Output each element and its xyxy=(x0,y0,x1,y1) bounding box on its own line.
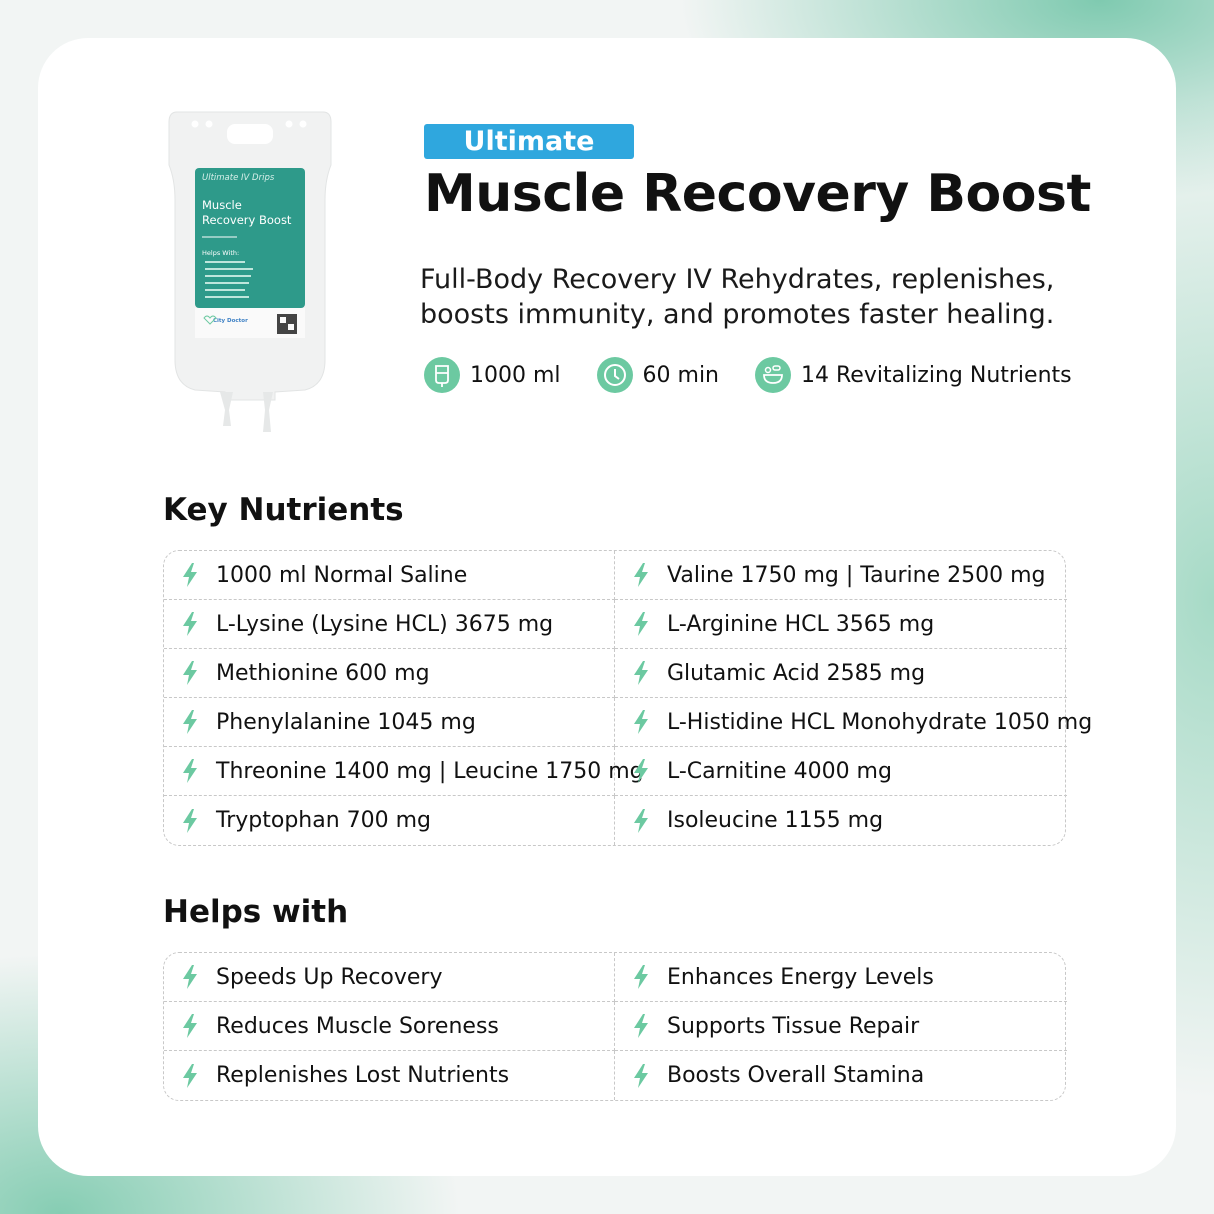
list-item: Boosts Overall Stamina xyxy=(615,1051,1067,1100)
list-item: L-Lysine (Lysine HCL) 3675 mg xyxy=(164,600,615,649)
spec-row: 1000 ml 60 min 14 Revitalizing Nutrients xyxy=(424,357,1108,393)
spec-duration-label: 60 min xyxy=(642,362,720,388)
bag-brand-line: Ultimate IV Drips xyxy=(202,173,275,183)
list-item: Isoleucine 1155 mg xyxy=(615,796,1067,845)
list-item: Phenylalanine 1045 mg xyxy=(164,698,615,747)
list-item: Methionine 600 mg xyxy=(164,649,615,698)
list-item: Threonine 1400 mg | Leucine 1750 mg xyxy=(164,747,644,796)
helps-with-table: Speeds Up Recovery Enhances Energy Levels… xyxy=(163,952,1067,1101)
bag-name-line1: Muscle xyxy=(202,198,242,212)
nutrient-bowl-icon xyxy=(755,357,792,393)
lightning-bolt-icon xyxy=(634,759,648,783)
list-item-label: Phenylalanine 1045 mg xyxy=(216,709,476,735)
list-item: Speeds Up Recovery xyxy=(164,953,615,1002)
spec-nutrients-label: 14 Revitalizing Nutrients xyxy=(801,362,1072,388)
list-item-label: L-Carnitine 4000 mg xyxy=(667,758,892,784)
bag-name-line2: Recovery Boost xyxy=(202,213,292,227)
bag-logo: City Doctor xyxy=(213,318,248,324)
list-item-label: L-Lysine (Lysine HCL) 3675 mg xyxy=(216,611,554,637)
list-item: Tryptophan 700 mg xyxy=(164,796,615,845)
lightning-bolt-icon xyxy=(183,612,197,636)
lightning-bolt-icon xyxy=(634,808,648,833)
list-item: Enhances Energy Levels xyxy=(615,953,1067,1002)
bag-helps-heading: Helps With: xyxy=(202,249,239,257)
iv-bag-icon xyxy=(424,357,460,393)
lightning-bolt-icon xyxy=(634,612,648,636)
list-item: Replenishes Lost Nutrients xyxy=(164,1051,615,1100)
list-item: Reduces Muscle Soreness xyxy=(164,1002,615,1051)
list-item-label: Boosts Overall Stamina xyxy=(667,1063,925,1088)
lightning-bolt-icon xyxy=(183,1063,197,1088)
lightning-bolt-icon xyxy=(183,965,197,989)
lightning-bolt-icon xyxy=(634,1063,648,1088)
key-nutrients-heading: Key Nutrients xyxy=(163,492,404,528)
key-nutrients-table: 1000 ml Normal Saline Valine 1750 mg | Ta… xyxy=(163,550,1092,846)
list-item: Valine 1750 mg | Taurine 2500 mg xyxy=(615,551,1067,600)
lightning-bolt-icon xyxy=(634,661,648,685)
iv-bag-image: Ultimate IV Drips Muscle Recovery Boost … xyxy=(168,111,332,432)
list-item-label: Speeds Up Recovery xyxy=(216,964,443,990)
list-item-label: Methionine 600 mg xyxy=(216,660,430,686)
lightning-bolt-icon xyxy=(634,710,648,734)
spec-nutrients: 14 Revitalizing Nutrients xyxy=(755,357,1072,393)
lightning-bolt-icon xyxy=(183,710,197,734)
list-item-label: Isoleucine 1155 mg xyxy=(667,808,884,833)
list-item-label: Valine 1750 mg | Taurine 2500 mg xyxy=(667,562,1046,588)
list-item-label: L-Arginine HCL 3565 mg xyxy=(667,611,935,637)
lightning-bolt-icon xyxy=(634,563,648,587)
product-description: Full-Body Recovery IV Rehydrates, replen… xyxy=(420,264,1055,330)
list-item-label: Tryptophan 700 mg xyxy=(216,808,432,833)
list-item: L-Carnitine 4000 mg xyxy=(615,747,1067,796)
list-item: Supports Tissue Repair xyxy=(615,1002,1067,1051)
tier-badge: Ultimate xyxy=(424,124,634,159)
lightning-bolt-icon xyxy=(634,1014,648,1038)
list-item-label: L-Histidine HCL Monohydrate 1050 mg xyxy=(667,709,1093,735)
list-item-label: 1000 ml Normal Saline xyxy=(216,562,468,588)
lightning-bolt-icon xyxy=(183,661,197,685)
page-title: Muscle Recovery Boost xyxy=(424,164,1091,224)
list-item-label: Threonine 1400 mg | Leucine 1750 mg xyxy=(216,758,644,784)
spec-volume-label: 1000 ml xyxy=(470,362,561,388)
lightning-bolt-icon xyxy=(183,808,197,833)
list-item: Glutamic Acid 2585 mg xyxy=(615,649,1067,698)
list-item-label: Replenishes Lost Nutrients xyxy=(216,1063,510,1088)
list-item: L-Arginine HCL 3565 mg xyxy=(615,600,1067,649)
clock-icon xyxy=(596,357,633,393)
list-item-label: Reduces Muscle Soreness xyxy=(216,1013,499,1039)
list-item-label: Supports Tissue Repair xyxy=(667,1013,920,1039)
lightning-bolt-icon xyxy=(183,1014,197,1038)
lightning-bolt-icon xyxy=(183,563,197,587)
spec-duration: 60 min xyxy=(596,357,720,393)
lightning-bolt-icon xyxy=(183,759,197,783)
list-item-label: Enhances Energy Levels xyxy=(667,964,934,990)
lightning-bolt-icon xyxy=(634,965,648,989)
helps-with-heading: Helps with xyxy=(163,894,349,930)
list-item-label: Glutamic Acid 2585 mg xyxy=(667,660,926,686)
spec-volume: 1000 ml xyxy=(424,357,561,393)
list-item: L-Histidine HCL Monohydrate 1050 mg xyxy=(615,698,1092,747)
list-item: 1000 ml Normal Saline xyxy=(164,551,615,600)
